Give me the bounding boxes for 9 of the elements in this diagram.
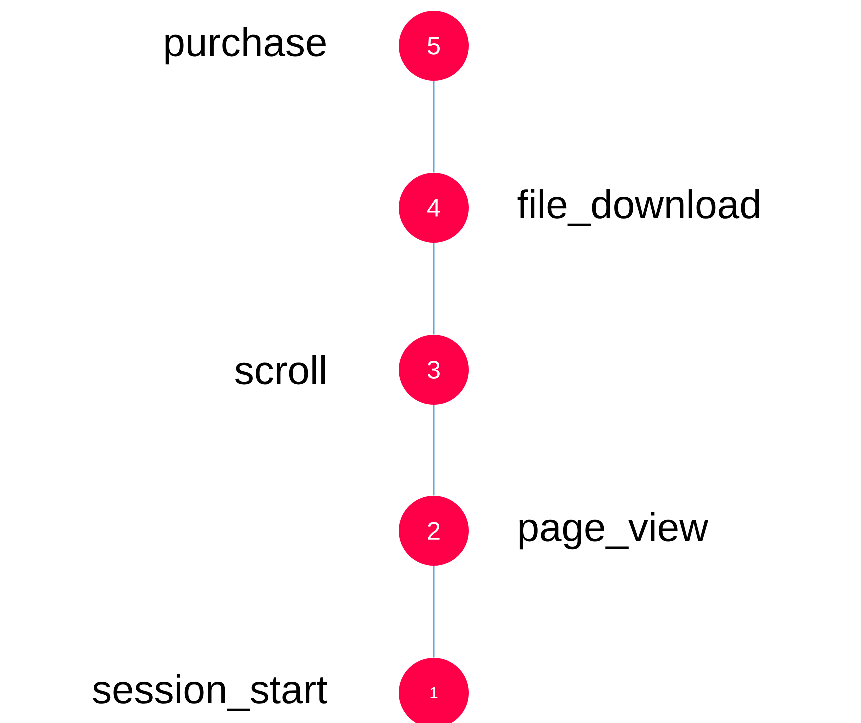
- connector-line: [433, 81, 435, 173]
- event-label: file_download: [518, 190, 760, 226]
- connector-line: [433, 566, 435, 658]
- connector-line: [433, 405, 435, 496]
- event-label: session_start: [93, 674, 328, 712]
- event-label: purchase: [166, 27, 326, 65]
- connector-line: [433, 243, 435, 335]
- event-label: scroll: [236, 355, 326, 385]
- event-label: page_view: [520, 512, 709, 550]
